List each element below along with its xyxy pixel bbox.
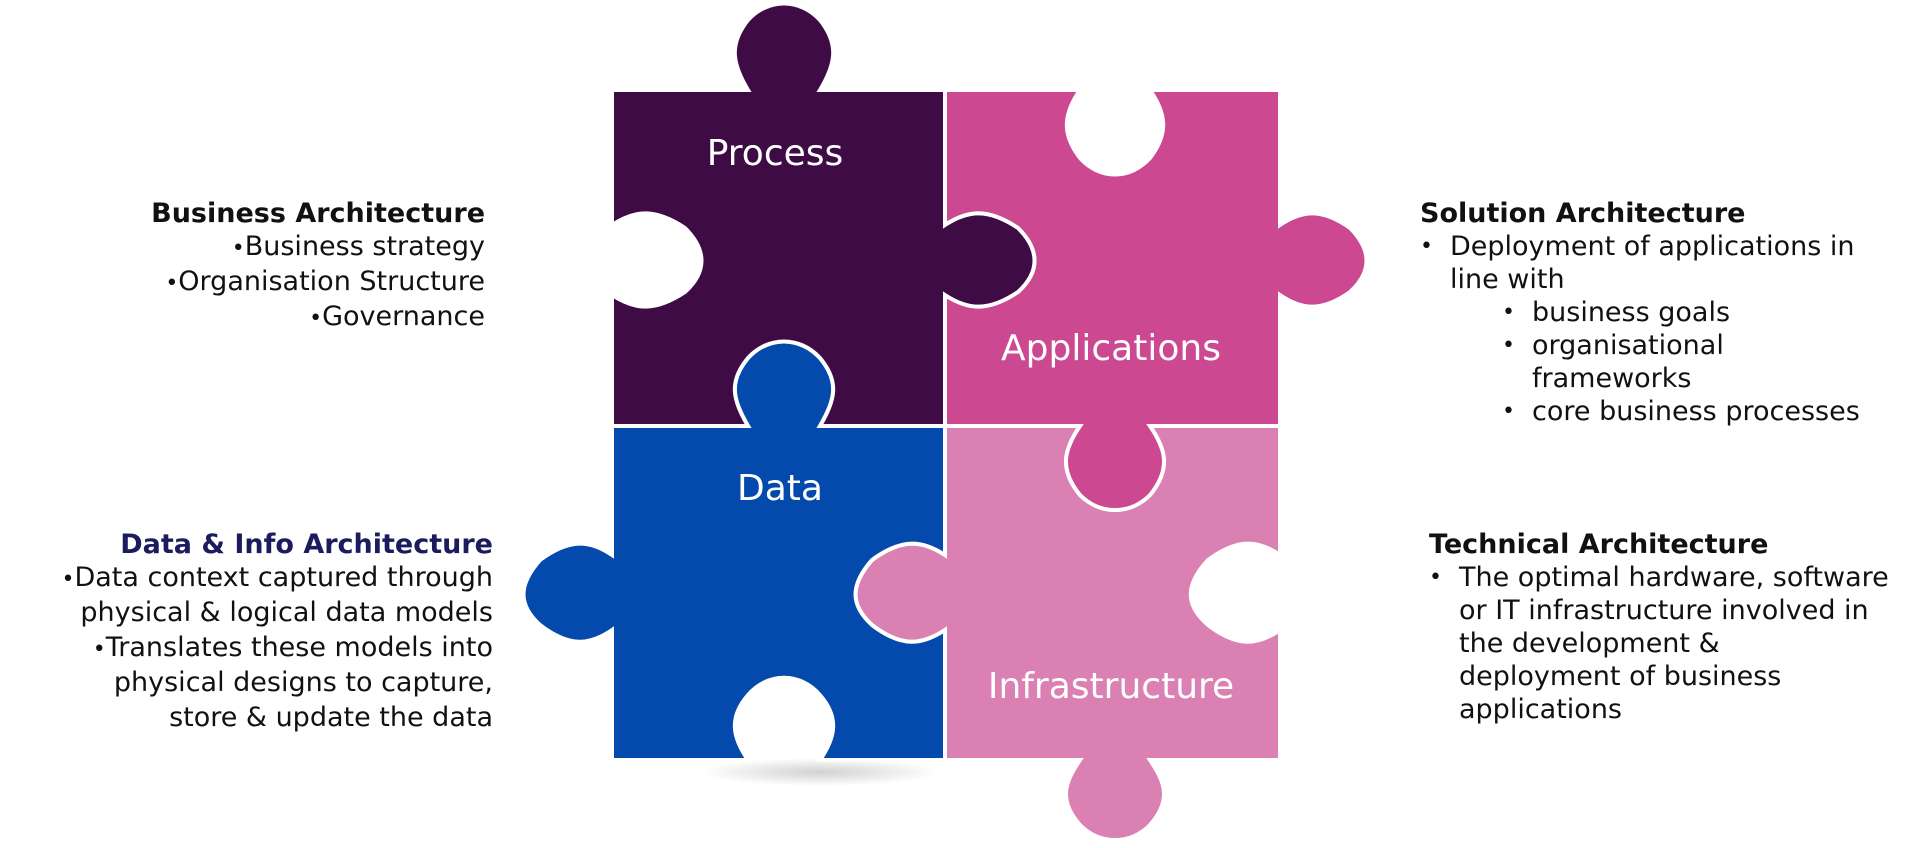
puzzle-shadow [700,758,940,786]
data-info-line: physical designs to capture, [113,667,493,698]
data-label: Data [737,468,823,509]
process-label: Process [707,133,844,174]
business-item: Governance [0,300,485,335]
infrastructure-label: Infrastructure [988,666,1234,707]
data-info-line: Translates these models into [0,631,493,666]
data-info-line: Data context captured through [0,561,493,596]
puzzle-piece-process [610,1,1037,428]
solution-subitem: frameworks [1532,363,1692,394]
technical-line: deployment of business [1459,661,1782,692]
technical-architecture-block: Technical Architecture The optimal hardw… [1429,528,1920,726]
business-architecture-block: Business Architecture Business strategy … [0,197,485,335]
technical-line: or IT infrastructure involved in [1459,595,1869,626]
technical-line: applications [1459,694,1623,725]
solution-architecture-block: Solution Architecture Deployment of appl… [1420,197,1920,428]
solution-subitem: organisational [1420,329,1920,362]
solution-subitem: core business processes [1420,395,1920,428]
technical-architecture-heading: Technical Architecture [1429,529,1769,560]
solution-line: line with [1450,264,1565,295]
solution-line: Deployment of applications in [1420,230,1920,263]
business-item: Organisation Structure [0,265,485,300]
data-info-architecture-block: Data & Info Architecture Data context ca… [0,528,493,736]
technical-line: the development & [1459,628,1720,659]
business-item: Business strategy [0,230,485,265]
solution-subitem: business goals [1420,296,1920,329]
applications-label: Applications [1001,328,1221,369]
data-info-architecture-heading: Data & Info Architecture [120,529,493,560]
technical-line: The optimal hardware, software [1429,561,1920,594]
data-info-line: physical & logical data models [80,597,493,628]
solution-architecture-heading: Solution Architecture [1420,198,1746,229]
data-info-line: store & update the data [169,702,493,733]
business-architecture-heading: Business Architecture [151,198,485,229]
